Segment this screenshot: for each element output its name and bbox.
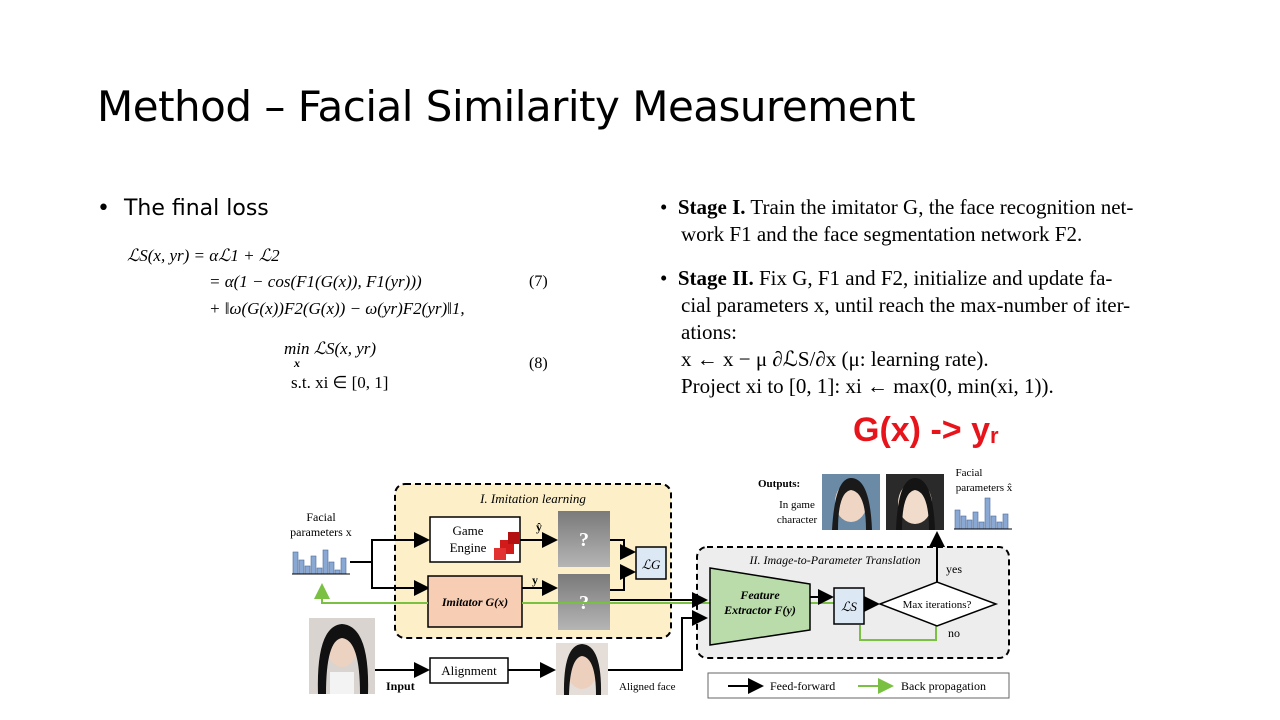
stage2-block: • Stage II. Fix G, F1 and F2, initialize…	[660, 266, 1131, 398]
in-game-label1: In game	[779, 499, 815, 511]
eq7-line2: = α(1 − cos(F1(G(x)), F1(yr)))	[209, 272, 422, 291]
imitator-label: Imitator G(x)	[441, 595, 508, 609]
feature-extractor-label1: Feature	[739, 588, 780, 602]
bullet-text: The final loss	[123, 196, 269, 221]
output-character-face-2	[886, 474, 944, 530]
eq8-line1: min ℒS(x, yr)	[284, 339, 377, 358]
eq8-number: (8)	[529, 355, 548, 372]
eq7-line3: + ‖ω(G(x))F2(G(x)) − ω(yr)F2(yr)‖1,	[209, 299, 465, 318]
stage2-line4: x ← x − μ ∂ℒS/∂x (μ: learning rate).	[681, 347, 989, 371]
outputs-label: Outputs:	[758, 478, 800, 490]
stage2-line5: Project xi to [0, 1]: xi ← max(0, min(xi…	[681, 374, 1054, 398]
stage2-line2: cial parameters x, until reach the max-n…	[681, 293, 1131, 317]
y-label: y	[532, 573, 538, 587]
game-engine-label1: Game	[452, 523, 483, 538]
loss-s-label: ℒS	[841, 599, 857, 614]
eq8-line2: s.t. xi ∈ [0, 1]	[291, 373, 389, 392]
feature-extractor-box	[709, 567, 811, 646]
output-params-label2: parameters x̂	[956, 482, 1013, 494]
no-label: no	[948, 626, 960, 640]
input-label: Input	[386, 679, 415, 693]
loss-g-label: ℒG	[642, 557, 661, 572]
stage2-line3: ations:	[681, 320, 737, 344]
loss-g-box	[635, 546, 667, 580]
output-params-label1: Facial	[956, 467, 983, 479]
imitator-box	[427, 575, 523, 628]
translation-title: II. Image-to-Parameter Translation	[749, 553, 921, 567]
stage1-block: • Stage I. Train the imitator G, the fac…	[660, 195, 1134, 246]
game-engine-cube-icon	[494, 532, 520, 560]
question-1: ?	[579, 529, 589, 551]
bullet-final-loss: • The final loss	[97, 196, 269, 221]
in-game-label2: character	[777, 514, 818, 526]
annotation-text: G(x) -> y	[853, 411, 990, 449]
alignment-label: Alignment	[441, 663, 497, 678]
stage2-label: Stage II.	[677, 266, 754, 290]
feature-extractor-label2: Extractor F(y)	[723, 603, 796, 617]
output-param-bars	[954, 497, 1009, 530]
rendered-face-ghat	[558, 511, 610, 567]
input-param-bars	[292, 549, 347, 575]
game-engine-label2: Engine	[450, 540, 487, 555]
y-hat-label: ŷ	[536, 520, 542, 534]
aligned-face-photo	[556, 643, 608, 695]
stage1-line2: work F1 and the face segmentation networ…	[681, 222, 1083, 246]
facial-params-label2: parameters x	[290, 525, 352, 539]
eq8-min-subscript: x	[294, 356, 300, 370]
eq7-number: (7)	[529, 273, 548, 290]
legend-feed-forward: Feed-forward	[770, 679, 835, 693]
legend-back-propagation: Back propagation	[901, 679, 986, 693]
eq7-line1: ℒS(x, yr) = αℒ1 + ℒ2	[127, 246, 280, 265]
slide-title: Method – Facial Similarity Measurement	[97, 82, 916, 131]
stage1-line1: Train the imitator G, the face recogniti…	[750, 195, 1134, 219]
annotation-gx-to-yr: G(x) -> yr	[853, 411, 999, 450]
stage1-label: Stage I.	[677, 195, 746, 219]
output-character-face-1	[822, 474, 880, 530]
aligned-face-label: Aligned face	[619, 681, 676, 693]
facial-params-label1: Facial	[306, 510, 336, 524]
annotation-sub: r	[989, 423, 999, 448]
max-iterations-label: Max iterations?	[903, 599, 972, 611]
input-photo	[309, 618, 375, 694]
max-iterations-diamond	[877, 581, 999, 627]
yes-label: yes	[946, 562, 962, 576]
alignment-box	[429, 657, 509, 684]
imitation-title: I. Imitation learning	[479, 491, 586, 506]
stage2-line1: Fix G, F1 and F2, initialize and update …	[758, 266, 1113, 290]
